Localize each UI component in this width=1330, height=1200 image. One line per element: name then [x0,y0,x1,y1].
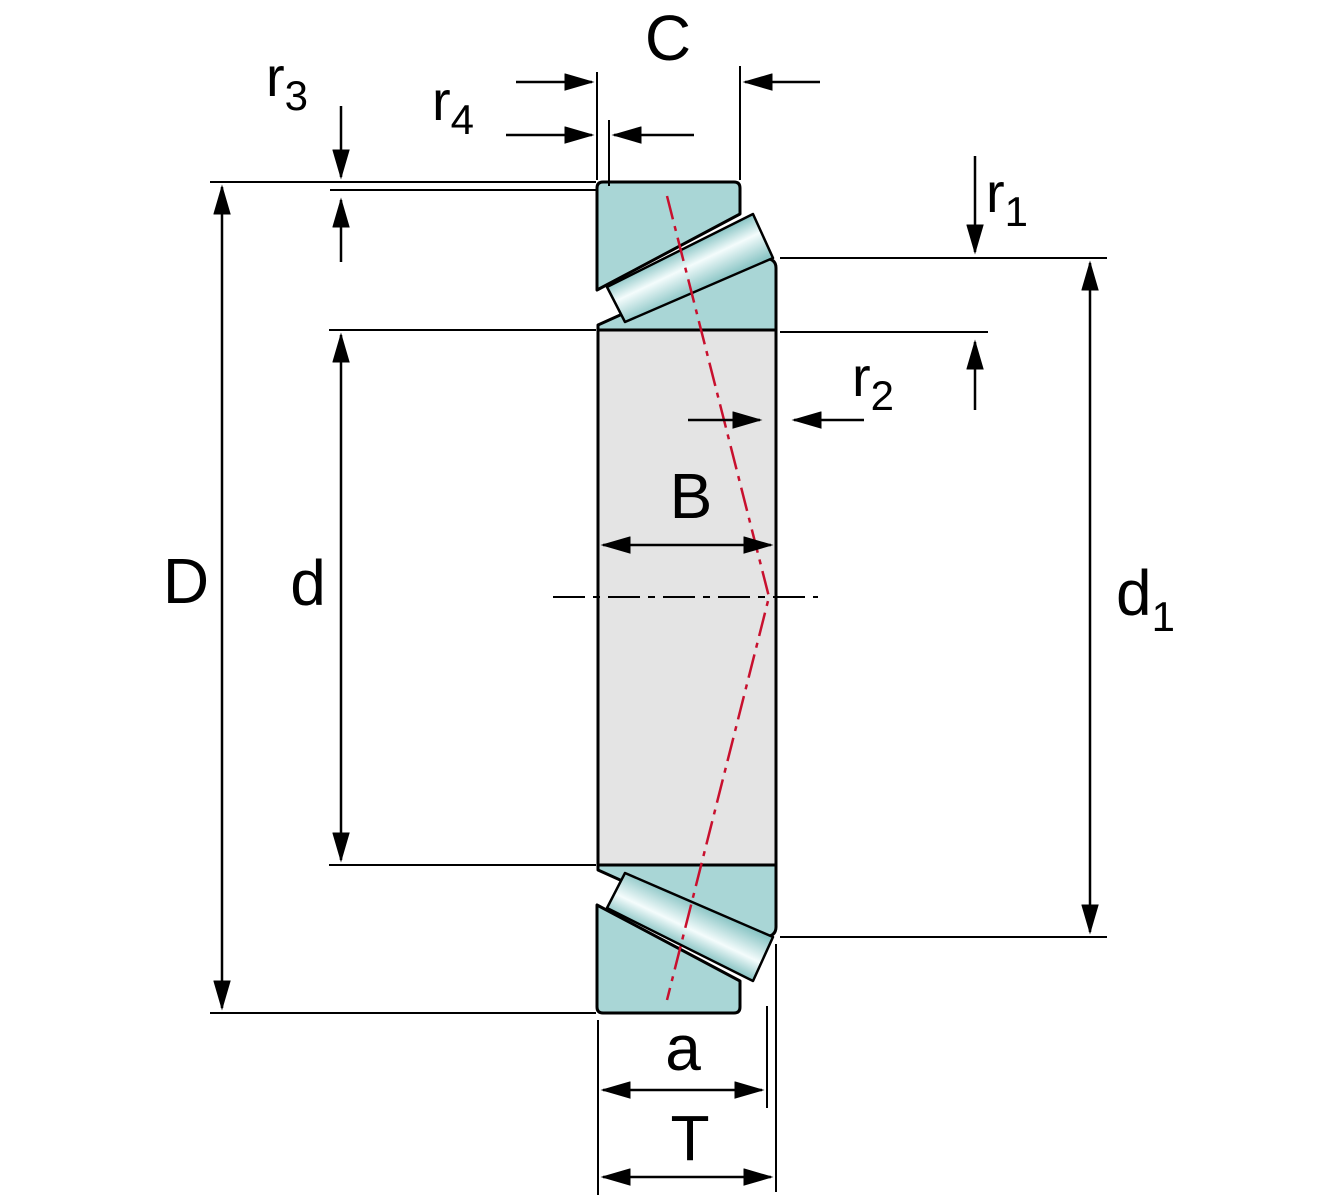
dimension-label-B: B [670,460,713,532]
dimension-label-r4: r4 [432,69,474,143]
dimension-label-d1: d1 [1116,557,1175,640]
dimension-label-r3: r3 [266,45,308,119]
pressure-line [665,195,771,1001]
tapered-roller-top [605,212,775,324]
dimension-label-a: a [665,1012,701,1084]
outer-ring-bottom-section [595,903,742,1015]
dimension-label-D: D [163,545,209,617]
dimension-label-r2: r2 [852,345,894,419]
dimension-label-T: T [670,1102,709,1174]
dimension-label-C: C [645,2,691,74]
outer-ring-top-section [595,180,742,292]
tapered-roller-bottom [605,871,775,983]
dimension-label-r1: r1 [986,161,1028,235]
dimension-label-d: d [290,547,326,619]
